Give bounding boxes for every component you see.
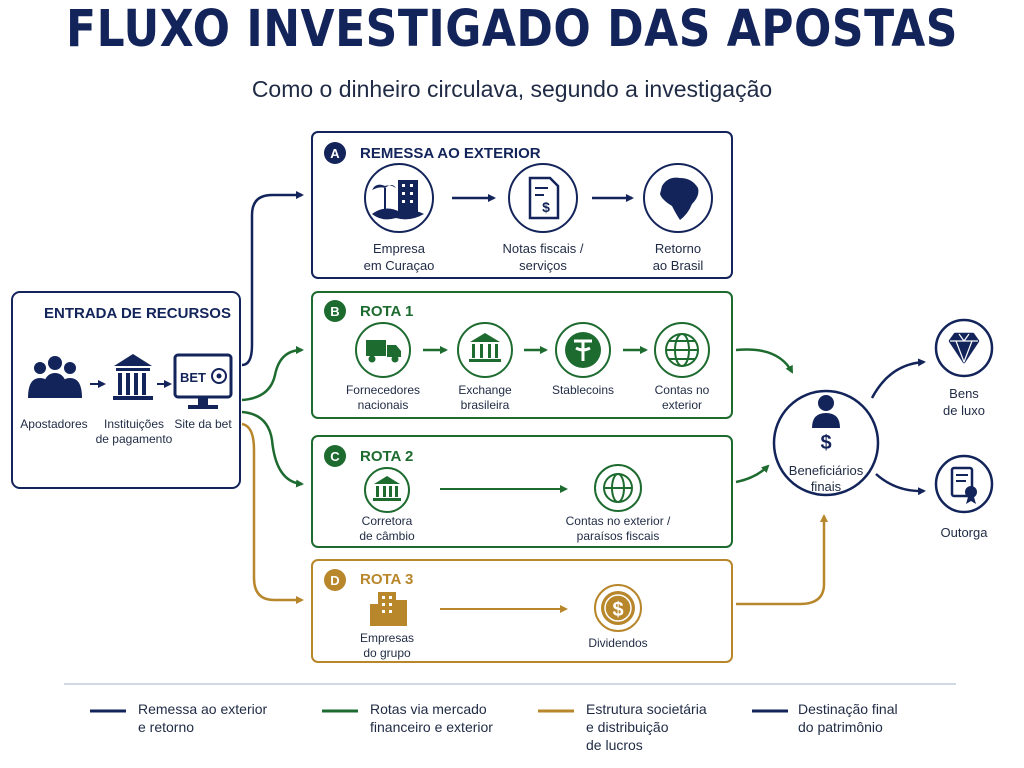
people-icon (28, 356, 82, 398)
brokerage-bank-icon (364, 467, 410, 513)
route-a-title: REMESSA AO EXTERIOR (360, 145, 541, 162)
svg-text:$: $ (820, 432, 831, 454)
beneficiarios-label: Beneficiários finais (788, 463, 864, 494)
monitor-bet-icon (173, 353, 233, 409)
route-c-item-label: Contas no exterior / paraísos fiscais (565, 514, 671, 543)
route-c-item-label: Corretora de câmbio (359, 514, 415, 543)
exchange-bank-icon (457, 322, 513, 378)
route-b-item-label: Exchange brasileira (458, 383, 512, 412)
bank-icon (113, 354, 153, 400)
route-a-item-label: Notas fiscais / serviços (502, 241, 584, 273)
arrow-to-luxo (870, 358, 926, 399)
arrow-to-b (241, 346, 304, 402)
route-a-item-label: Empresa em Curaçao (363, 241, 435, 273)
route-c-letter: C (330, 449, 340, 464)
route-b-item-label: Fornecedores nacionais (345, 383, 421, 412)
legend-label: Rotas via mercado financeiro e exterior (370, 701, 493, 735)
route-c-title: ROTA 2 (360, 448, 414, 465)
svg-text:$: $ (612, 599, 623, 621)
route-b-title: ROTA 1 (360, 303, 414, 320)
legend-label: Destinação final do patrimônio (798, 701, 898, 735)
arrow-to-outorga (875, 473, 926, 496)
route-a-letter: A (330, 146, 340, 161)
legend-label: Remessa ao exterior e retorno (138, 701, 268, 735)
page-subtitle: Como o dinheiro circulava, segundo a inv… (251, 76, 773, 102)
arrow-c-to-ben (735, 464, 770, 484)
entrada-item-label: Apostadores (20, 417, 88, 431)
person-money-icon (812, 395, 840, 428)
route-c-badge (324, 445, 346, 467)
beneficiarios-node (772, 389, 880, 497)
route-d-box (311, 559, 733, 663)
buildings-icon (370, 592, 407, 626)
route-c-box (311, 435, 733, 548)
route-d-badge (324, 569, 346, 591)
route-b-badge (324, 300, 346, 322)
route-b-box (311, 291, 733, 419)
route-b-item-label: Contas no exterior (654, 383, 710, 412)
entrada-item-label: Instituições de pagamento (95, 417, 173, 446)
bet-text: BET (180, 370, 206, 385)
route-a-badge (324, 142, 346, 164)
route-d-item-label: Dividendos (588, 636, 648, 650)
route-a-item-label: Retorno ao Brasil (652, 241, 704, 273)
arrow-b-to-ben (735, 348, 794, 374)
destino-label: Bens de luxo (943, 386, 985, 418)
route-d-letter: D (330, 573, 339, 588)
arrow-to-d (241, 422, 304, 604)
route-d-title: ROTA 3 (360, 571, 414, 588)
route-b-item-label: Stablecoins (551, 383, 615, 397)
route-d-item-label: Empresas do grupo (359, 631, 415, 660)
arrow-to-a (241, 191, 304, 367)
entrada-item-label: Site da bet (174, 417, 232, 431)
svg-text:$: $ (542, 199, 550, 215)
route-b-letter: B (330, 304, 339, 319)
arrow-d-to-ben (736, 514, 828, 606)
page-title: FLUXO INVESTIGADO DAS APOSTAS (66, 0, 958, 59)
entrada-title: ENTRADA DE RECURSOS (44, 305, 231, 322)
legend-label: Estrutura societária e distribuição de l… (586, 701, 707, 753)
destino-label: Outorga (940, 525, 988, 540)
arrow-to-c (241, 410, 304, 488)
